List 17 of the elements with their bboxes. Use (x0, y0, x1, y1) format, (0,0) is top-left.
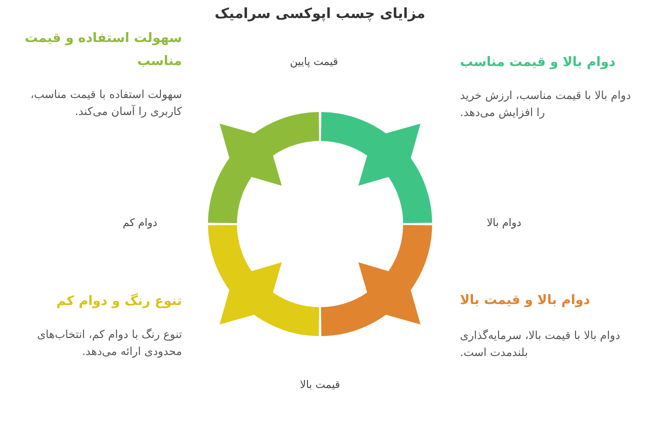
section-heading: دوام بالا و قیمت مناسب (460, 54, 616, 72)
axis-label: قیمت پایین (290, 56, 338, 68)
section-heading: دوام بالا و قیمت بالا (460, 292, 590, 310)
axis-label: قیمت بالا (300, 379, 340, 391)
description-text: تنوع رنگ با دوام کم، انتخاب‌های محدودی ارائه می‌دهد. (36, 327, 182, 360)
axis-label: دوام کم (122, 217, 158, 229)
ring-segment (208, 224, 320, 336)
ring-segment (320, 112, 432, 224)
ring-segment (320, 224, 432, 336)
description-text: دوام بالا با قیمت بالا، سرمایه‌گذاری بلندمدت است. (460, 328, 622, 361)
description-text: سهولت استفاده با قیمت مناسب، کاربری را آسان می‌کند. (29, 87, 182, 120)
ring-segment (208, 112, 320, 224)
section-heading: سهولت استفاده و قیمت مناسب (24, 30, 182, 71)
description-text: دوام بالا با قیمت مناسب، ارزش خرید را افزایش می‌دهد. (460, 88, 632, 121)
section-heading: تنوع رنگ و دوام کم (56, 292, 182, 311)
axis-label: دوام بالا (486, 217, 522, 229)
diagram-title: مزایای چسب اپوکسی سرامیک (214, 6, 426, 22)
